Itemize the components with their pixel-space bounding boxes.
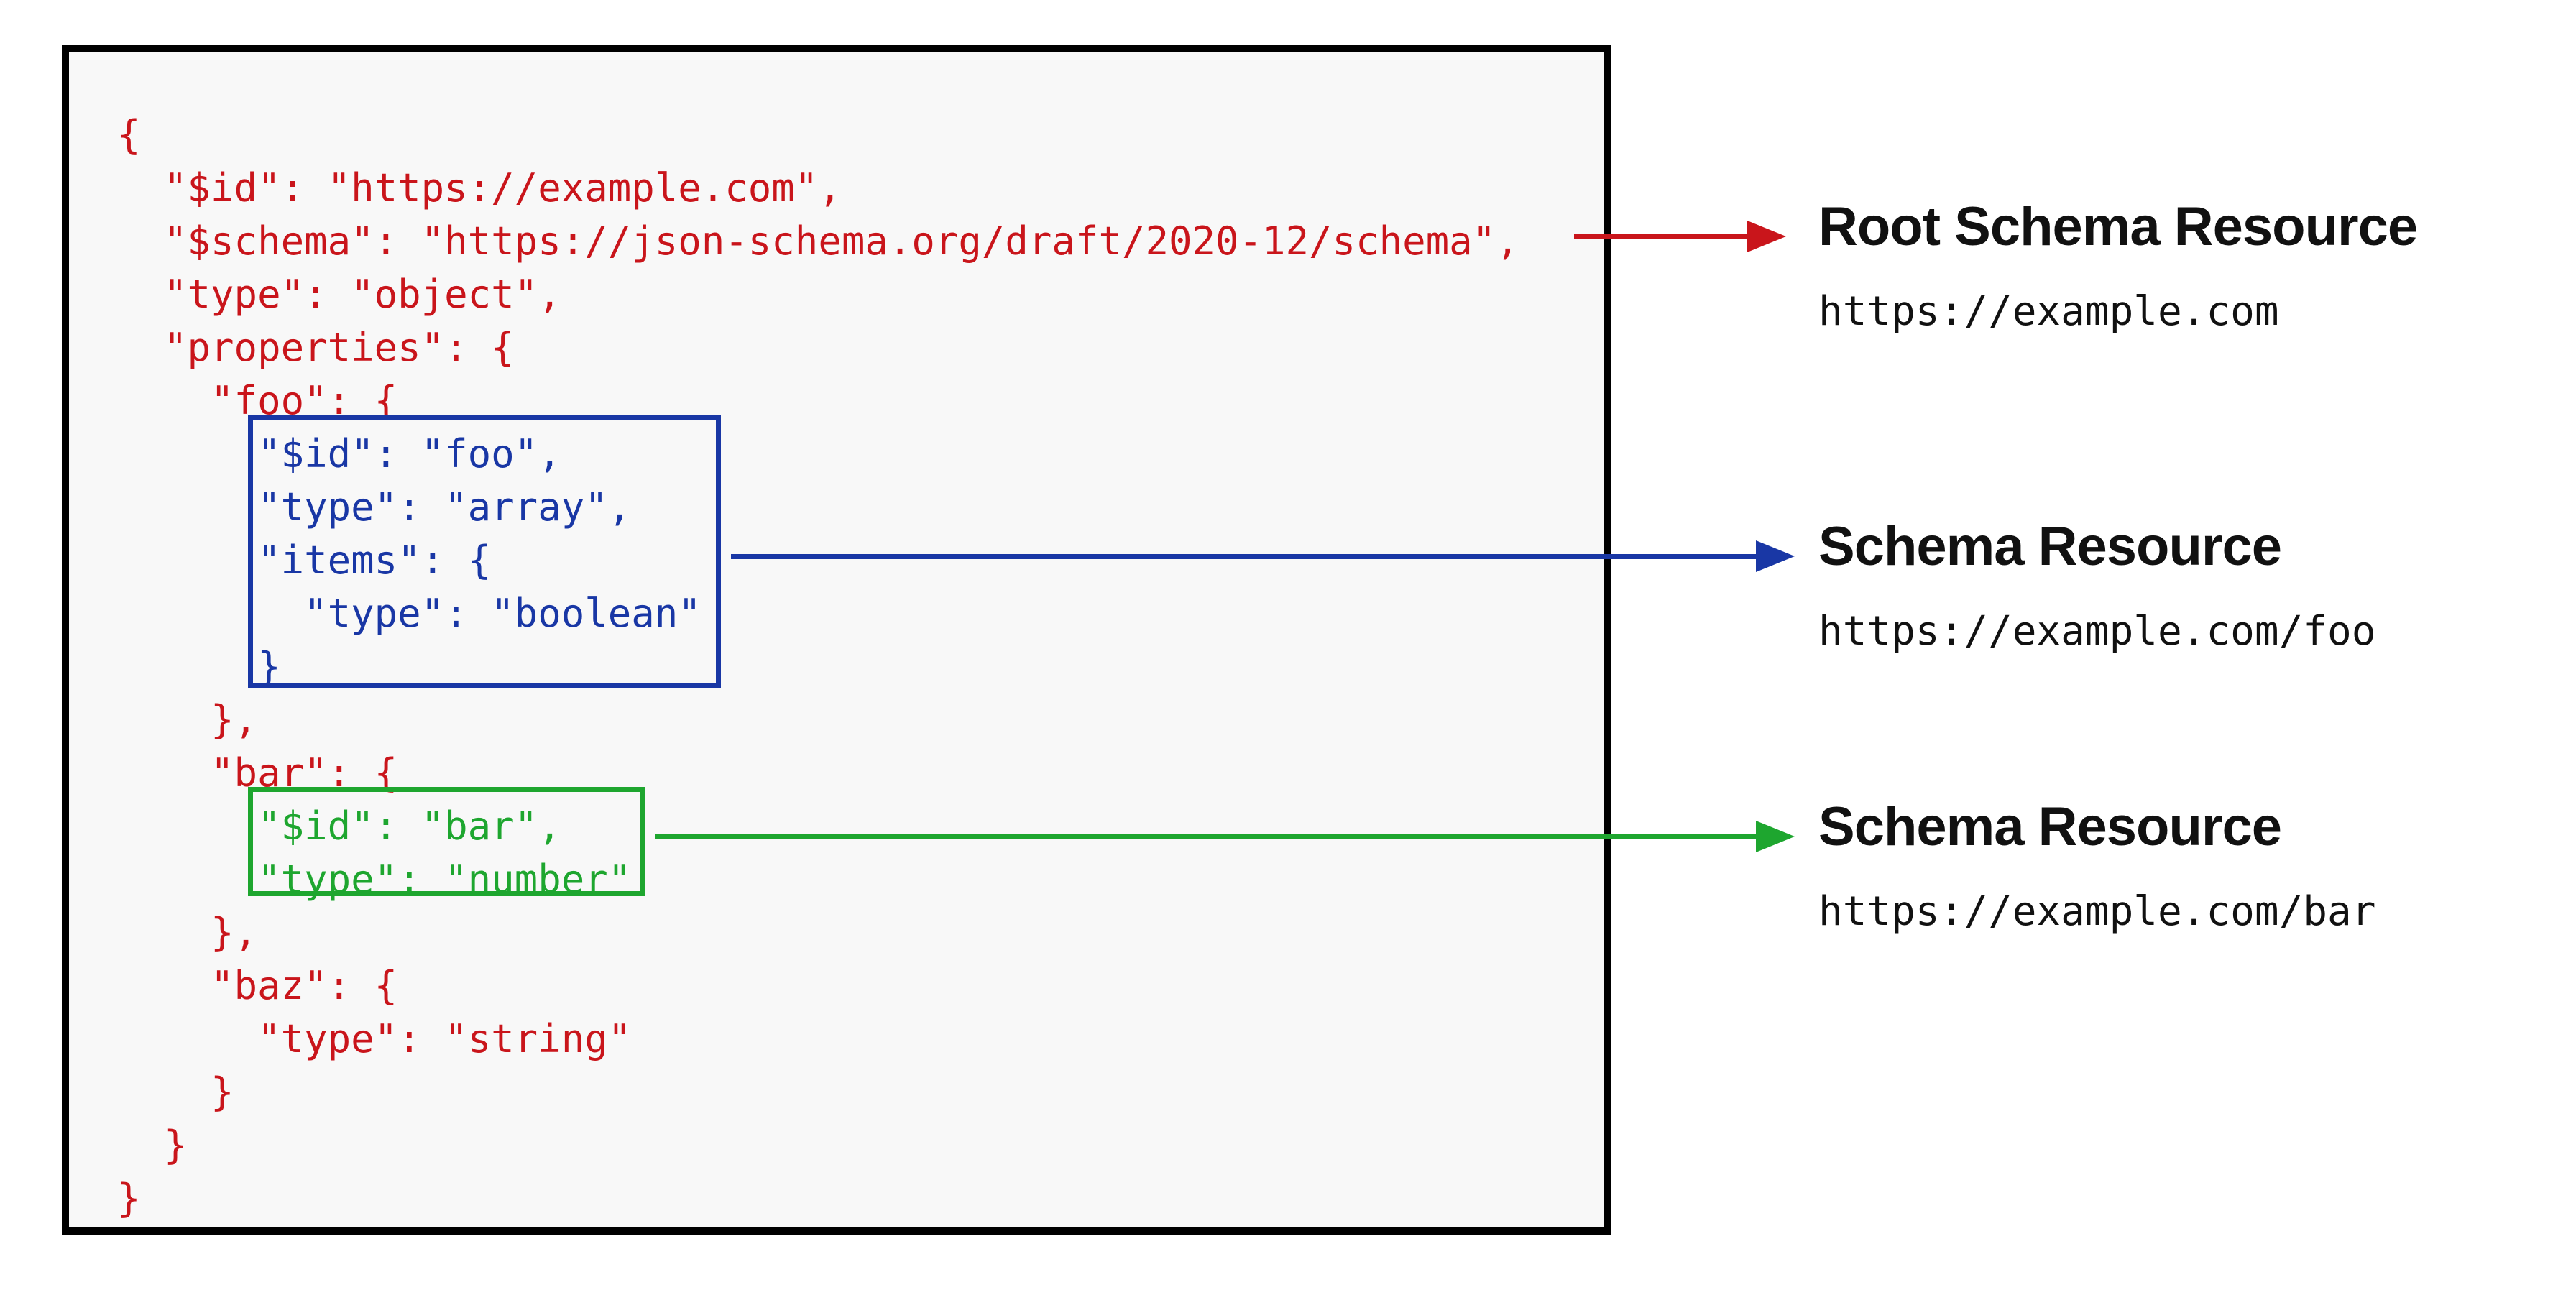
- annotation-url: https://example.com/foo: [1818, 608, 2376, 655]
- annotation-url: https://example.com/bar: [1818, 888, 2376, 935]
- foo-schema-arrow: [731, 554, 1759, 559]
- code-line: "type": "object",: [117, 272, 561, 317]
- annotation-url: https://example.com: [1818, 288, 2279, 335]
- code-line: "$id": "foo",: [117, 431, 561, 476]
- foo-schema-annotation: Schema Resource https://example.com/foo: [1818, 518, 2375, 655]
- root-schema-annotation: Root Schema Resource https://example.com: [1818, 196, 2418, 335]
- schema-document-box: [62, 45, 1611, 1235]
- schema-code-block: { "$id": "https://example.com", "$schema…: [117, 109, 1519, 1225]
- annotation-title: Schema Resource: [1818, 516, 2282, 577]
- code-line: }: [117, 1069, 234, 1115]
- code-line: },: [117, 910, 258, 955]
- bar-schema-annotation: Schema Resource https://example.com/bar: [1818, 798, 2375, 935]
- code-line: "type": "array",: [117, 484, 632, 530]
- root-schema-arrowhead-icon: [1747, 221, 1786, 252]
- code-line: "$id": "https://example.com",: [117, 165, 842, 211]
- code-line: }: [117, 644, 281, 689]
- code-line: "properties": {: [117, 325, 515, 370]
- code-line: {: [117, 112, 141, 157]
- annotation-title: Root Schema Resource: [1818, 196, 2418, 257]
- annotation-title: Schema Resource: [1818, 796, 2282, 857]
- code-line: "type": "boolean": [117, 591, 702, 636]
- code-line: }: [117, 1123, 188, 1168]
- code-line: "$id": "bar",: [117, 803, 561, 849]
- code-line: "items": {: [117, 538, 492, 583]
- code-line: }: [117, 1176, 141, 1221]
- code-line: "bar": {: [117, 750, 398, 796]
- foo-schema-arrowhead-icon: [1756, 540, 1795, 572]
- code-line: "type": "string": [117, 1016, 632, 1061]
- bar-schema-arrow: [655, 834, 1759, 839]
- code-line: "foo": {: [117, 378, 398, 423]
- code-line: "$schema": "https://json-schema.org/draf…: [117, 218, 1519, 264]
- root-schema-arrow: [1574, 234, 1750, 239]
- code-line: },: [117, 697, 258, 742]
- code-line: "type": "number": [117, 857, 632, 902]
- code-line: "baz": {: [117, 963, 398, 1008]
- bar-schema-arrowhead-icon: [1756, 821, 1795, 852]
